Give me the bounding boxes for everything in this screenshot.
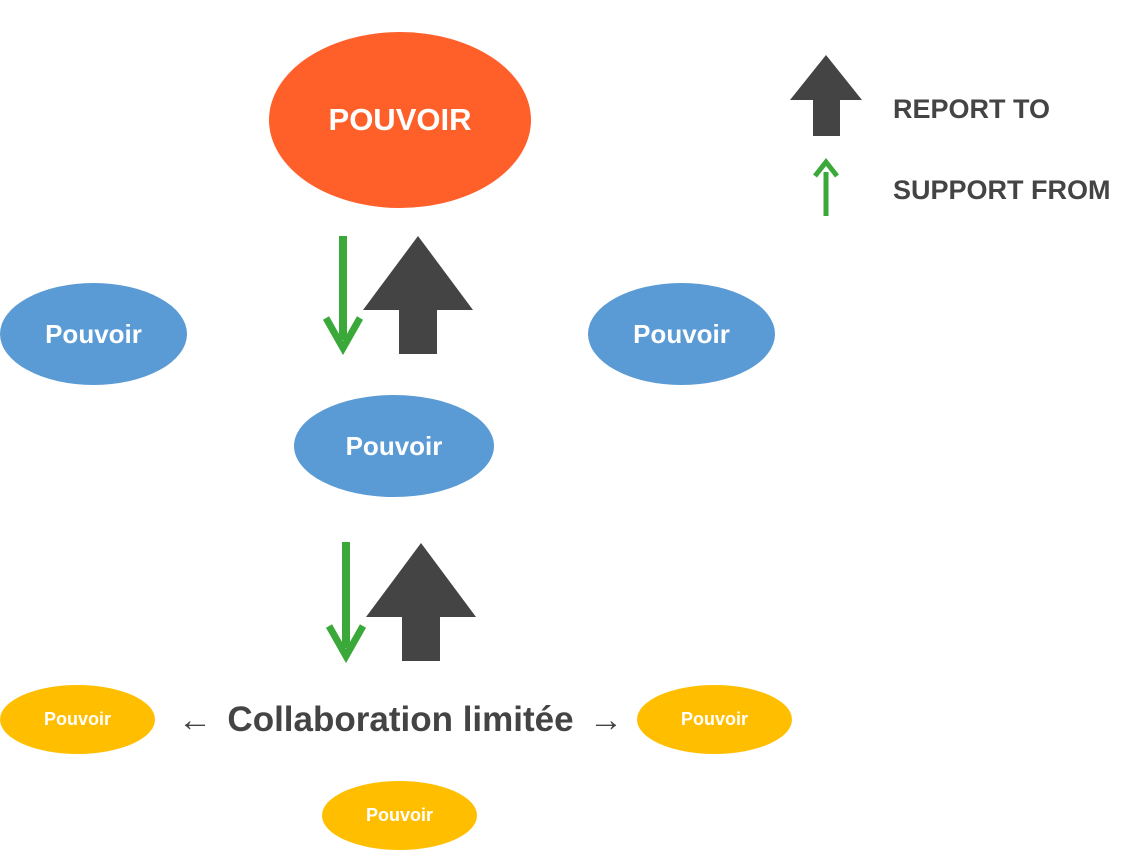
support-arrow-down-lower-icon (325, 542, 367, 664)
legend-support-label: SUPPORT FROM (893, 175, 1111, 205)
middle-right-power-node: Pouvoir (588, 283, 775, 385)
report-arrow-up-icon (363, 236, 473, 354)
support-arrow-down-icon (322, 236, 364, 356)
lower-right-power-node: Pouvoir (637, 685, 792, 754)
top-power-label: POUVOIR (328, 102, 472, 137)
limited-collaboration-label: Collaboration limitée (227, 700, 574, 739)
middle-center-power-node: Pouvoir (294, 395, 494, 497)
right-arrow-icon: → (589, 700, 623, 739)
report-arrow-up-lower-icon (366, 543, 476, 661)
top-power-node: POUVOIR (269, 32, 531, 208)
middle-left-power-node: Pouvoir (0, 283, 187, 385)
legend-report-label: REPORT TO (893, 94, 1051, 124)
lower-left-power-label: Pouvoir (43, 709, 111, 729)
legend-support-arrow-icon (813, 157, 839, 216)
middle-center-power-label: Pouvoir (345, 430, 443, 461)
limited-collaboration-row: ← Collaboration limitée → (178, 696, 623, 744)
lower-bottom-power-label: Pouvoir (365, 805, 433, 825)
left-arrow-icon: ← (178, 700, 212, 739)
legend-report-arrow-icon (790, 55, 862, 136)
lower-right-power-label: Pouvoir (680, 709, 748, 729)
lower-bottom-power-node: Pouvoir (322, 781, 477, 850)
middle-left-power-label: Pouvoir (45, 318, 142, 349)
middle-right-power-label: Pouvoir (633, 318, 730, 349)
lower-left-power-node: Pouvoir (0, 685, 155, 754)
